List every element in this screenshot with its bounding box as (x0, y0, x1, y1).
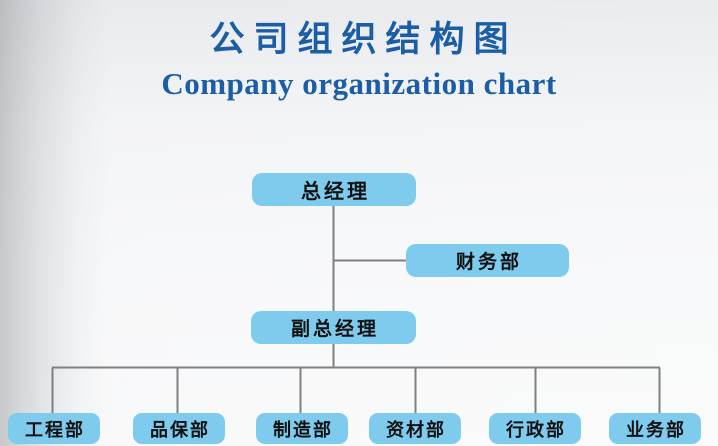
node-deputy-general-manager[interactable]: 副总经理 (251, 311, 416, 344)
node-administration-department[interactable]: 行政部 (489, 413, 581, 444)
node-label: 制造部 (273, 419, 333, 441)
node-quality-department[interactable]: 品保部 (133, 413, 225, 444)
node-label: 副总经理 (290, 318, 379, 340)
node-label: 行政部 (506, 419, 566, 441)
node-materials-department[interactable]: 资材部 (369, 413, 461, 444)
node-general-manager[interactable]: 总经理 (252, 173, 416, 206)
node-business-department[interactable]: 业务部 (609, 413, 701, 444)
node-label: 资材部 (386, 419, 446, 441)
node-finance-department[interactable]: 财务部 (406, 244, 569, 277)
node-label: 工程部 (25, 419, 85, 441)
node-label: 品保部 (150, 419, 210, 441)
node-label: 业务部 (626, 419, 686, 441)
node-label: 财务部 (455, 251, 522, 273)
node-manufacturing-department[interactable]: 制造部 (256, 413, 348, 444)
node-engineering-department[interactable]: 工程部 (8, 413, 100, 444)
node-label: 总经理 (301, 179, 370, 203)
